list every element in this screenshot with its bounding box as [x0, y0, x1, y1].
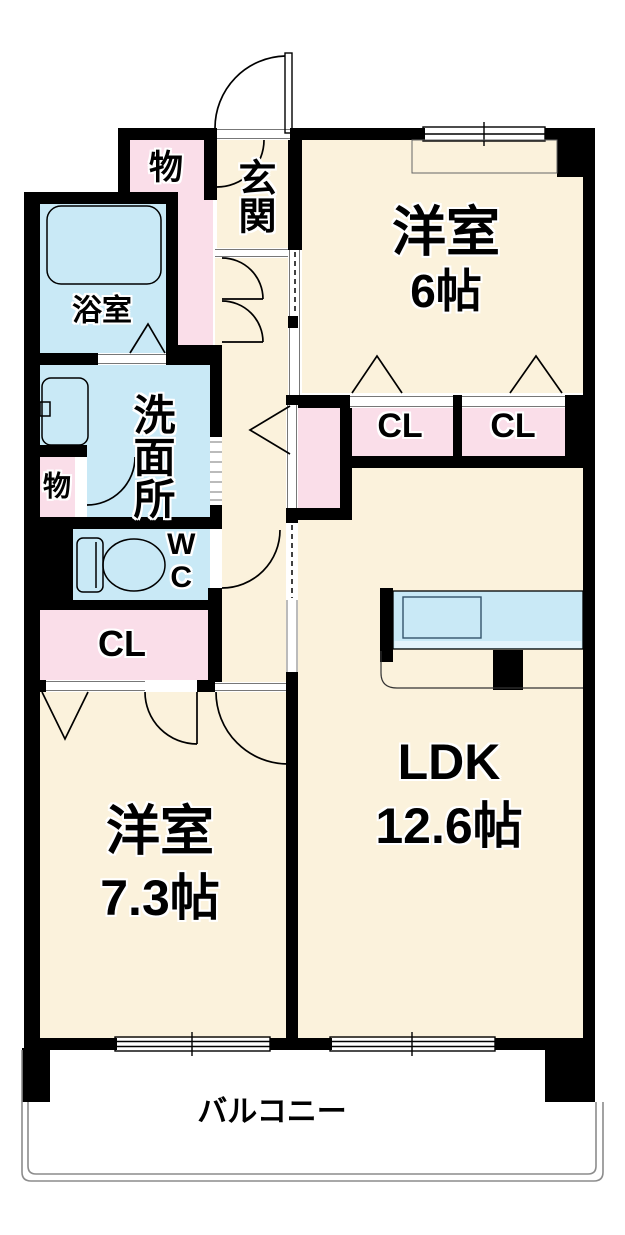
openings — [46, 128, 565, 692]
bedroom2-size-label: 7.3帖 — [100, 869, 220, 926]
storage-small-label: 物 — [42, 470, 72, 502]
bathroom-label: 浴室 — [72, 294, 132, 328]
kitchen-sink — [402, 596, 482, 639]
hall-closet-opening — [286, 405, 298, 508]
ldk-name-label: LDK — [397, 733, 501, 790]
entrance-floor — [217, 140, 288, 252]
washroom-door-arc — [86, 456, 136, 506]
bedroom2-closet-fold-door-mark — [41, 691, 89, 741]
storage-door-arc-1 — [221, 257, 264, 300]
washbasin — [41, 377, 89, 446]
fixtures — [39, 139, 584, 689]
storage-small-door-opening — [75, 457, 87, 507]
hall-closet-floor — [298, 405, 340, 508]
bedroom2-floor — [40, 692, 286, 1038]
wc-label: WC — [164, 528, 198, 594]
bedroom2-closet-door-opening — [145, 680, 197, 692]
bedroom1-beam-outline — [411, 139, 558, 174]
entrance-inner-arc — [216, 139, 265, 188]
fold-door-marks — [41, 322, 563, 741]
balcony-outline — [21, 1050, 604, 1182]
closet1-fold-door-mark — [351, 354, 403, 394]
windows — [114, 122, 546, 1056]
kitchen-counter-edge — [394, 641, 582, 648]
entrance-label: 玄関 — [231, 158, 274, 234]
door-swings — [86, 52, 293, 765]
closet1-label: CL — [377, 407, 423, 446]
walls — [22, 128, 595, 1102]
storage-door-arc-2 — [221, 300, 264, 343]
bedroom2-entry-opening — [215, 682, 286, 692]
washbasin-tap — [39, 401, 51, 417]
bathroom-floor — [40, 204, 166, 353]
closet-bedroom2-floor — [40, 610, 208, 680]
bedroom2-entry-door-arc — [215, 691, 289, 765]
bedroom2-name-label: 洋室 — [106, 801, 214, 862]
closet2-fold-door-mark — [509, 354, 563, 394]
front-door-arc — [214, 55, 286, 129]
corridor-floor — [215, 252, 288, 692]
wc-door-arc — [221, 529, 281, 589]
wc-door-opening — [210, 529, 222, 588]
bedroom1-size-label: 6帖 — [410, 264, 482, 317]
balcony-label: バルコニー — [197, 1095, 347, 1129]
bedroom2-closet-door-arc — [144, 691, 198, 745]
kitchen-counter-outline — [380, 651, 583, 689]
closet-bedroom2-label: CL — [98, 623, 146, 665]
washroom-sliding-door — [210, 437, 222, 505]
storage-top-label: 物 — [149, 149, 183, 188]
ldk-size-label: 12.6帖 — [375, 797, 523, 854]
washroom-label: 洗面所 — [128, 393, 176, 519]
bathtub — [46, 205, 162, 285]
storage-strip-floor — [178, 200, 213, 345]
closet2-floor — [462, 402, 565, 456]
ldk-floor — [298, 468, 583, 1038]
bedroom1-name-label: 洋室 — [392, 202, 500, 263]
storage-top-floor — [130, 140, 204, 200]
bedroom1-floor — [302, 140, 583, 393]
hall-closet-fold-door-mark — [248, 405, 291, 455]
washroom-floor — [40, 365, 210, 450]
front-door-leaf — [284, 52, 293, 134]
closet2-label: CL — [490, 407, 536, 446]
bathroom-fold-door-mark — [129, 322, 166, 354]
kitchen-counter — [392, 590, 584, 650]
room-floors — [40, 140, 583, 1038]
storage-small-floor — [40, 457, 75, 517]
closet1-floor — [350, 402, 453, 456]
toilet-bowl — [102, 538, 166, 592]
washroom-floor-lower — [87, 445, 210, 517]
